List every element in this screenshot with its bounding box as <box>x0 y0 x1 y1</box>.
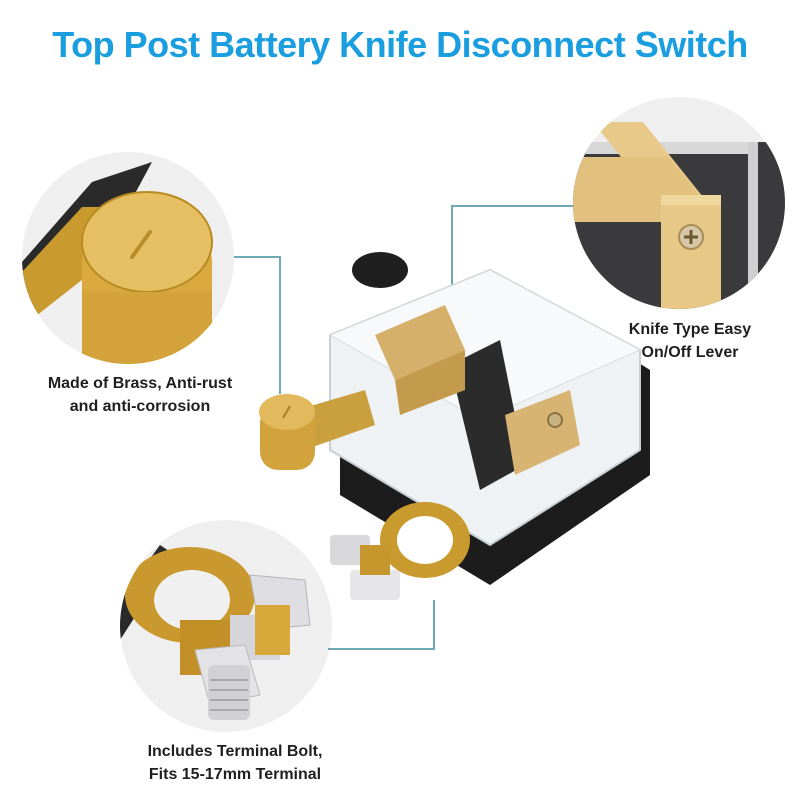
brass-knob-label: Made of Brass, Anti-rust and anti-corros… <box>10 372 270 418</box>
brass-knob-label-line1: Made of Brass, Anti-rust <box>47 375 233 392</box>
brass-knob-connector-h <box>234 256 280 258</box>
knife-lever-label-line1: Knife Type Easy <box>628 321 752 338</box>
terminal-bolt-connector-h <box>328 648 434 650</box>
knife-lever-connector-h <box>451 205 573 207</box>
brass-knob-detail-circle <box>22 152 234 364</box>
knife-lever-detail-circle <box>573 97 785 309</box>
terminal-bolt-icon <box>120 545 311 720</box>
knife-lever-connector-v <box>451 205 453 299</box>
knife-lever-label: Knife Type Easy On/Off Lever <box>600 318 780 364</box>
knife-lever-label-line2: On/Off Lever <box>641 344 739 361</box>
brass-knob-label-line2: and anti-corrosion <box>69 398 211 415</box>
terminal-bolt-label-line1: Includes Terminal Bolt, <box>147 743 323 760</box>
terminal-bolt-label: Includes Terminal Bolt, Fits 15-17mm Ter… <box>110 740 360 786</box>
disconnect-switch-product-image <box>259 252 650 600</box>
brass-knob-connector-v <box>279 256 281 394</box>
page-title: Top Post Battery Knife Disconnect Switch <box>52 24 748 65</box>
knife-lever-icon <box>573 122 785 309</box>
terminal-bolt-label-line2: Fits 15-17mm Terminal <box>148 766 322 783</box>
terminal-bolt-detail-circle <box>120 520 332 732</box>
brass-knob-icon <box>22 162 213 364</box>
terminal-bolt-connector-v <box>433 600 435 650</box>
